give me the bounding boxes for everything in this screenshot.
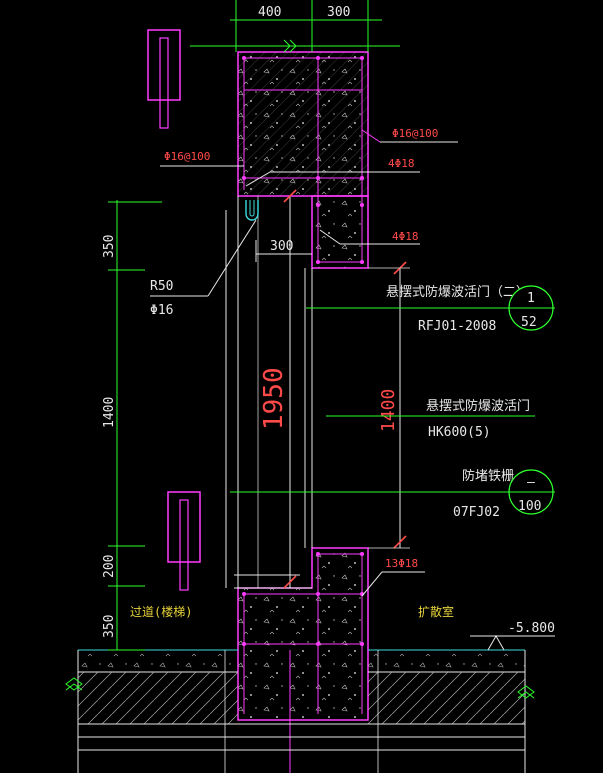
grille-bubble-top: – (527, 475, 535, 490)
door-opening (225, 196, 313, 589)
door-detail-standard: RFJ01-2008 (418, 319, 496, 334)
grille-standard: 07FJ02 (453, 505, 500, 520)
hook-radius-label: R50 (150, 279, 173, 294)
dim-left-1: 350 (102, 235, 117, 258)
dim-opening-top: 300 (270, 239, 293, 254)
room-label-left: 过道(楼梯) (130, 604, 192, 619)
rebar-label-lintel-bottom: 4Φ18 (392, 230, 419, 243)
rebar-annotations: Φ16@100 Φ16@100 4Φ18 4Φ18 13Φ18 (160, 127, 458, 597)
door-model-callout: 悬摆式防爆波活门 HK600(5) (326, 398, 535, 440)
hook-detail: R50 Φ16 (150, 200, 259, 318)
wall-fixture-bottom (167, 491, 201, 591)
sill-block (237, 547, 369, 773)
room-label-right: 扩散室 (418, 604, 454, 619)
dim-top-left: 400 (258, 5, 281, 20)
door-model-name: 悬摆式防爆波活门 (426, 398, 530, 414)
elevation-marker: -5.800 (470, 621, 555, 651)
hook-bar-label: Φ16 (150, 303, 173, 318)
dim-left-4: 350 (102, 615, 117, 638)
opening-dimensions: 300 1950 1400 (255, 189, 410, 589)
dim-left-2: 1400 (102, 397, 117, 428)
rebar-label-left-top: Φ16@100 (164, 150, 210, 163)
grille-bubble-bottom: 100 (518, 499, 541, 514)
door-detail-name: 悬摆式防爆波活门（二） (386, 284, 529, 300)
grille-callout: 防堵铁栅 07FJ02 – 100 (230, 468, 555, 520)
rebar-label-lintel-top: 4Φ18 (388, 157, 415, 170)
ground-section (65, 649, 535, 773)
door-model-code: HK600(5) (428, 425, 491, 440)
rebar-label-right-top: Φ16@100 (392, 127, 438, 140)
rebar-label-sill: 13Φ18 (385, 557, 418, 570)
dim-door-height: 1400 (378, 389, 399, 432)
elevation-label: -5.800 (508, 621, 555, 636)
dim-opening-height: 1950 (259, 367, 289, 430)
dim-left-3: 200 (102, 555, 117, 578)
door-detail-bubble-bottom: 52 (521, 315, 537, 330)
door-detail-bubble-top: 1 (527, 291, 535, 306)
lintel-block (237, 51, 369, 269)
door-detail-callout: 悬摆式防爆波活门（二） RFJ01-2008 1 52 (306, 284, 555, 334)
wall-fixture-top (147, 29, 181, 129)
top-dimension-chain: 400 300 (190, 0, 400, 53)
grille-name: 防堵铁栅 (462, 468, 514, 484)
dim-top-right: 300 (327, 5, 350, 20)
left-dimension-chain: 350 1400 200 350 (102, 200, 162, 651)
